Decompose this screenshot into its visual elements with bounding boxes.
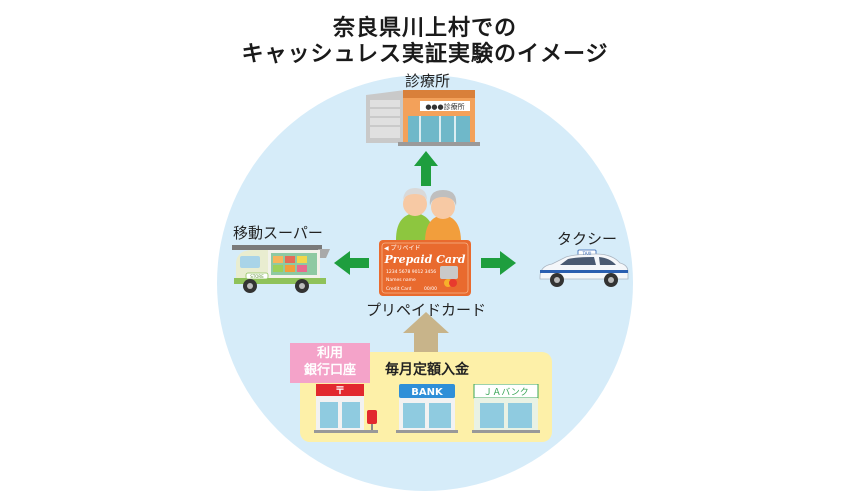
account-label-line2: 銀行口座 bbox=[303, 363, 356, 378]
taxi-label: タクシー bbox=[557, 230, 618, 248]
arrow-left-icon bbox=[334, 251, 369, 275]
prepaid-card-label: プリペイドカード bbox=[366, 301, 487, 319]
clinic-sign: ●●●診療所 bbox=[425, 102, 464, 111]
card-footer-text: Credit Card bbox=[386, 286, 412, 292]
diagram-title-line2: キャッシュレス実証実験のイメージ bbox=[241, 42, 609, 67]
deposit-label: 毎月定額入金 bbox=[385, 362, 469, 378]
account-label-line1: 利用 bbox=[316, 346, 343, 361]
diagram-title-line1: 奈良県川上村での bbox=[332, 16, 517, 41]
arrow-up-icon bbox=[414, 151, 438, 186]
clinic-building-icon bbox=[366, 90, 480, 146]
arrow-up-tan-icon bbox=[403, 312, 449, 355]
card-header-text: ◀ プリペイド bbox=[384, 245, 421, 252]
ja-bank-sign: ＪＡバンク bbox=[483, 387, 528, 398]
account-label-box: 利用 銀行口座 bbox=[290, 343, 370, 383]
taxi-icon bbox=[539, 249, 629, 287]
truck-sign: STORE bbox=[250, 274, 264, 279]
clinic-label: 診療所 bbox=[405, 72, 451, 90]
bank-icon: BANK bbox=[396, 384, 458, 433]
ja-bank-icon: ＪＡバンク bbox=[472, 384, 540, 433]
elderly-couple-icon bbox=[396, 188, 461, 242]
card-expiry-text: 00/00 bbox=[424, 286, 437, 292]
bank-sign: BANK bbox=[411, 387, 444, 398]
arrow-right-icon bbox=[481, 251, 516, 275]
mobile-supermarket-label: 移動スーパー bbox=[233, 224, 323, 242]
mobile-supermarket-truck-icon bbox=[232, 245, 330, 293]
post-office-sign: 〒 bbox=[335, 385, 345, 397]
card-title-text: Prepaid Card bbox=[384, 253, 466, 266]
card-number-text: 1234 5678 9012 3456 bbox=[386, 269, 436, 275]
card-name-text: Names name bbox=[386, 277, 416, 283]
taxi-sign: TAXI bbox=[582, 251, 592, 256]
prepaid-card-icon bbox=[379, 240, 471, 296]
post-office-icon: 〒 bbox=[314, 384, 378, 433]
